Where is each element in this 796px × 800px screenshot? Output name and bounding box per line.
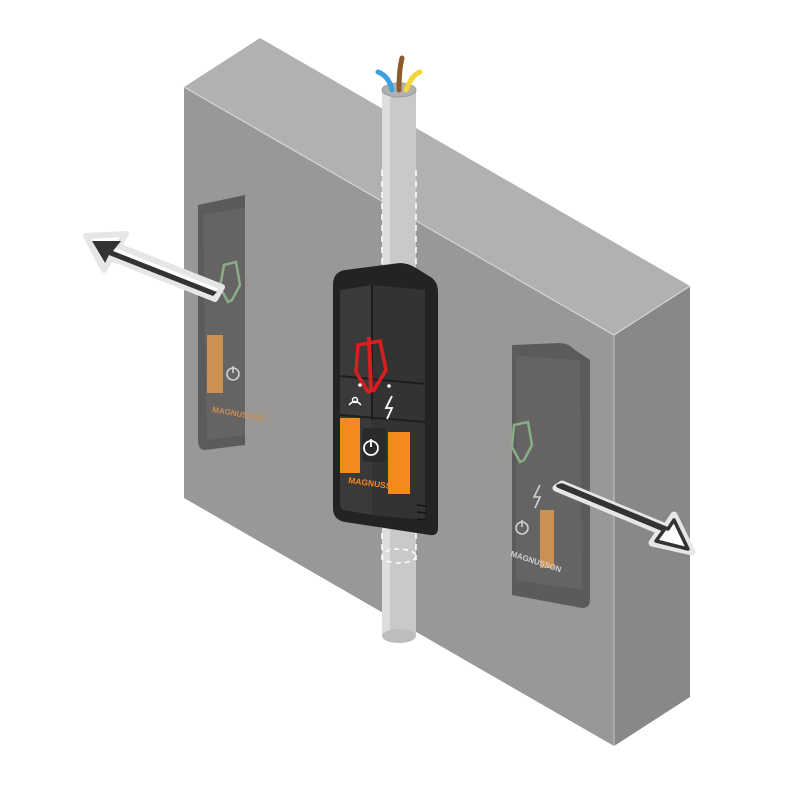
detector-ghost-right: MAGNUSSON xyxy=(509,343,590,608)
detector-center: MAGNUSSON xyxy=(333,263,438,536)
power-icon xyxy=(515,520,529,535)
power-icon xyxy=(363,439,379,456)
wires xyxy=(375,55,423,93)
lightning-icon xyxy=(384,395,394,420)
lightning-icon xyxy=(532,484,542,509)
arrow-right-icon xyxy=(552,480,696,556)
wall-top xyxy=(184,38,690,335)
vent-slots xyxy=(416,504,427,521)
arrow-left-icon xyxy=(83,231,225,302)
power-icon xyxy=(226,366,240,381)
shield-indicator-icon xyxy=(510,420,534,464)
sensitivity-icon xyxy=(348,396,362,406)
shield-indicator-icon xyxy=(354,337,388,395)
wall-side xyxy=(614,286,690,746)
power-button xyxy=(362,428,386,462)
